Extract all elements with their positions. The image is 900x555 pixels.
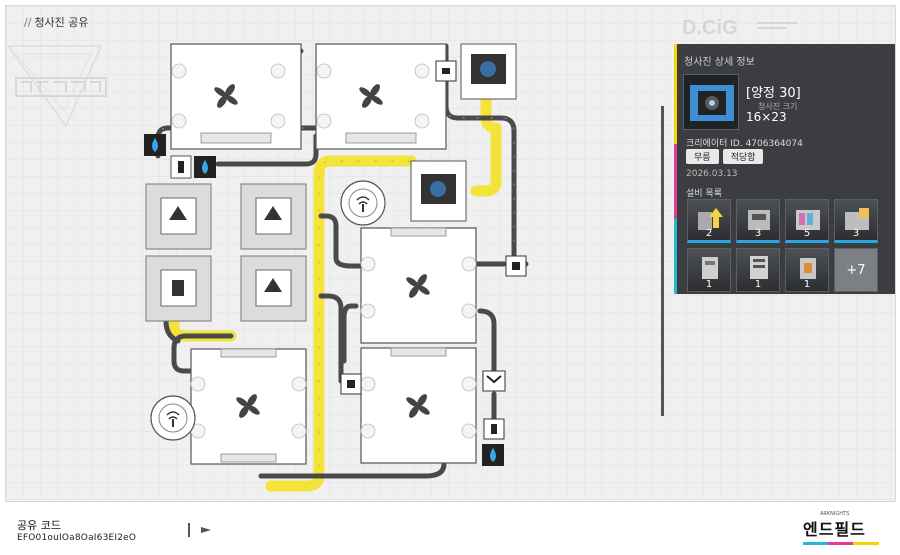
blueprint-date: 2026.03.13	[686, 169, 738, 179]
equipment-count: 3	[852, 228, 860, 239]
equipment-list-title: 설비 목록	[686, 189, 722, 199]
equipment-count: 3	[754, 228, 762, 239]
tag-chip: 적당함	[722, 149, 764, 164]
tag-chip: 무릉	[686, 149, 719, 164]
furnace-machine-icon	[800, 258, 816, 279]
equipment-count: 1	[803, 279, 811, 290]
page-title: 청사진 공유	[34, 16, 89, 29]
large-machine	[170, 43, 477, 465]
equipment-item[interactable]: 2	[687, 199, 731, 243]
equipment-item[interactable]: 3	[736, 199, 780, 243]
creator-id: 크리에이터 ID. 4706364074	[686, 139, 803, 149]
fan-icon	[214, 84, 430, 418]
splitter-tile	[340, 60, 527, 440]
tower-machine-icon	[750, 256, 768, 279]
deco-logo-icon: D.CiG	[682, 17, 797, 38]
board-scrollbar	[661, 106, 664, 416]
equipment-item[interactable]: 3	[834, 199, 878, 243]
title-slashes: //	[24, 15, 32, 29]
equipment-count: 2	[705, 228, 713, 239]
blueprint-thumbnail	[683, 74, 739, 130]
equipment-grid: 2 3 5 3 1	[687, 199, 878, 292]
title-bar: // 청사진 공유	[6, 6, 674, 38]
brand-tagline: ARKNIGHTS	[820, 511, 850, 517]
tag-list: 무릉 적당함	[686, 149, 764, 164]
share-code-value[interactable]: EFO01ouIOa8OaI63EI2eO	[17, 533, 137, 543]
bottom-bar: 공유 코드 EFO01ouIOa8OaI63EI2eO ARKNIGHTS 엔드…	[0, 503, 900, 555]
equipment-count: 1	[754, 279, 762, 290]
panel-header: 청사진 상세 정보	[684, 57, 755, 68]
more-equipment-button[interactable]: +7	[834, 248, 878, 292]
water-pump-tile	[144, 134, 504, 466]
medium-machine	[145, 183, 307, 322]
equipment-item[interactable]: 1	[736, 248, 780, 292]
equipment-item[interactable]: 1	[687, 248, 731, 292]
accent-bar	[674, 44, 677, 294]
pylon-machine-icon	[702, 257, 718, 279]
storage-machine	[410, 43, 517, 222]
brand-logo: 엔드필드	[803, 520, 866, 539]
copy-code-button[interactable]	[187, 521, 217, 539]
equipment-count: 1	[705, 279, 713, 290]
blueprint-detail-panel: 청사진 상세 정보 [양정 30] 청사진 크기 16×23 크리에이터 ID.…	[674, 44, 895, 294]
packer-machine-icon	[845, 208, 869, 230]
blueprint-board[interactable]: // 청사진 공유 D.CiG 청사진 상세 정보 [양정 30] 청사진 크기	[5, 5, 896, 502]
watermark-logo	[6, 45, 107, 128]
equipment-item[interactable]: 1	[785, 248, 829, 292]
equipment-item[interactable]: 5	[785, 199, 829, 243]
brand-stripe	[803, 542, 879, 545]
refinery-machine-icon	[796, 210, 820, 230]
share-code-label: 공유 코드	[17, 519, 61, 532]
blueprint-size-label: 청사진 크기	[758, 102, 798, 111]
hub-machine	[150, 180, 386, 441]
blueprint-size-value: 16×23	[746, 110, 787, 124]
crusher-machine-icon	[748, 210, 770, 230]
svg-text:D.CiG: D.CiG	[682, 17, 738, 38]
blueprint-name: [양정 30]	[746, 86, 801, 101]
blueprint-machine-icon	[690, 85, 734, 121]
equipment-count: 5	[803, 228, 811, 239]
upgrade-machine-icon	[698, 208, 723, 230]
